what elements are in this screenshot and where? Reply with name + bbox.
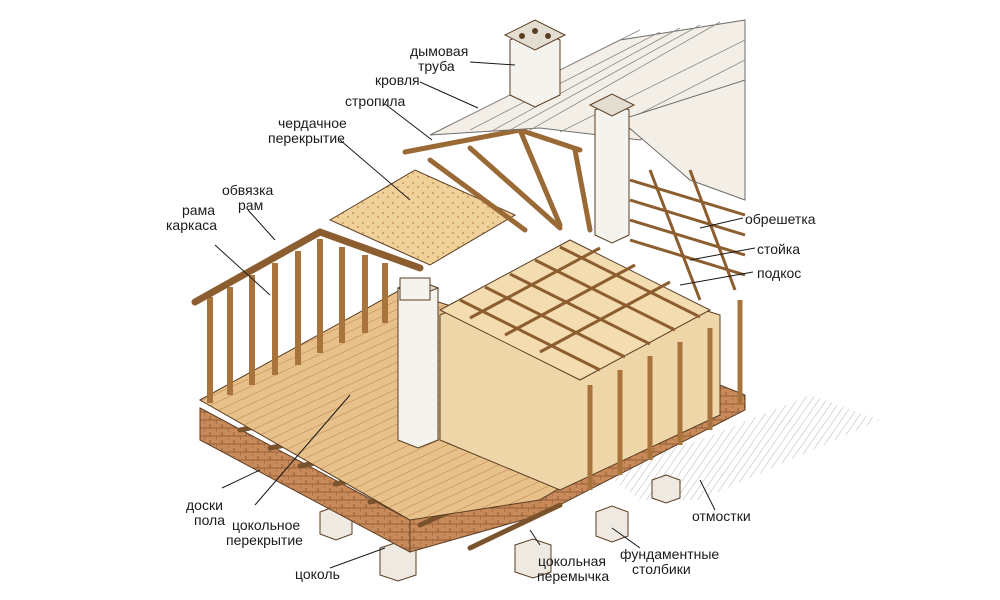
chimney-second — [588, 93, 636, 244]
label-frame-1: рама — [182, 202, 215, 218]
label-base-floor-2: перекрытие — [226, 532, 303, 548]
label-attic-floor-2: перекрытие — [268, 130, 345, 146]
label-frame-2: каркаса — [166, 217, 217, 233]
blind-area — [600, 395, 880, 500]
rafters — [402, 127, 593, 233]
label-blind-area: отмостки — [692, 508, 751, 524]
label-plinth-lintel-2: перемычка — [537, 568, 609, 584]
right-wall-studs — [587, 300, 743, 490]
label-attic-floor-1: чердачное — [278, 115, 347, 131]
label-chimney-2: труба — [418, 58, 455, 74]
foundation-posts — [319, 474, 681, 582]
label-frame-binding-2: рам — [238, 197, 263, 213]
label-plinth-lintel-1: цокольная — [538, 553, 606, 569]
label-plinth: цоколь — [295, 566, 340, 582]
wall-frame-studs — [207, 239, 388, 403]
label-frame-binding-1: обвязка — [222, 182, 274, 198]
leader-lines — [214, 61, 756, 569]
label-post: стойка — [757, 241, 800, 257]
label-base-floor-1: цокольное — [232, 517, 300, 533]
stove-block — [396, 277, 440, 449]
label-floor-boards-1: доски — [186, 497, 223, 513]
label-brace: подкос — [757, 265, 801, 281]
label-foundation-posts-1: фундаментные — [620, 546, 719, 562]
lathing — [629, 169, 746, 301]
frame-top-plate — [191, 228, 424, 306]
label-lathing: обрешетка — [745, 211, 816, 227]
label-rafters: стропила — [345, 93, 406, 109]
label-roofing: кровля — [375, 72, 420, 88]
attic-floor — [328, 169, 517, 266]
chimney-main — [503, 19, 567, 108]
labels: дымовая труба кровля стропила чердачное … — [166, 43, 816, 584]
roofing — [429, 19, 746, 201]
ceiling-joist-grid — [438, 239, 712, 381]
label-foundation-posts-2: столбики — [632, 561, 691, 577]
label-floor-boards-2: пола — [194, 512, 225, 528]
label-chimney-1: дымовая — [410, 43, 468, 59]
